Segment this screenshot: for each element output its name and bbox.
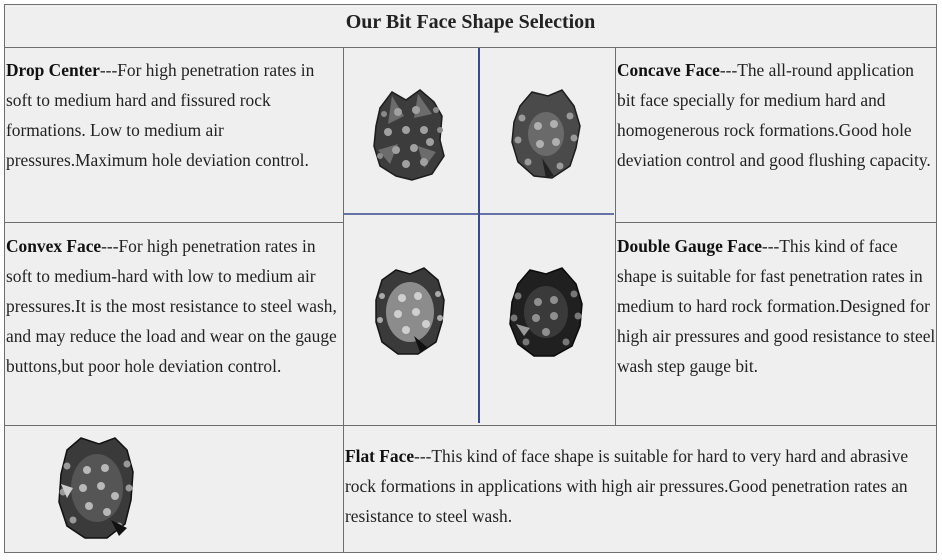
double-gauge-face-desc: ---This kind of face shape is suitable f… xyxy=(617,236,936,376)
double-gauge-bit-icon xyxy=(509,267,583,357)
convex-face-name: Convex Face xyxy=(6,236,102,256)
drop-center-desc: ---For high penetration rates in soft to… xyxy=(6,60,315,170)
cell-concave-face: Concave Face---The all-round application… xyxy=(615,47,936,223)
flat-face-bit-icon xyxy=(58,437,134,539)
flat-face-desc: ---This kind of face shape is suitable f… xyxy=(345,446,909,526)
bit-face-table: Our Bit Face Shape Selection Drop Center… xyxy=(4,4,937,553)
convex-face-bit-icon xyxy=(375,267,445,355)
bit-grid-graphic xyxy=(344,48,614,423)
drop-center-bit-icon xyxy=(373,89,445,181)
convex-face-desc: ---For high penetration rates in soft to… xyxy=(6,236,337,376)
drop-center-name: Drop Center xyxy=(6,60,100,80)
flat-face-name: Flat Face xyxy=(345,446,415,466)
concave-face-name: Concave Face xyxy=(617,60,720,80)
double-gauge-face-name: Double Gauge Face xyxy=(617,236,762,256)
cell-flat-face-image xyxy=(5,425,344,552)
concave-face-desc: ---The all-round application bit face sp… xyxy=(617,60,931,170)
table-title: Our Bit Face Shape Selection xyxy=(5,5,936,48)
concave-face-bit-icon xyxy=(511,89,581,179)
cell-drop-center: Drop Center---For high penetration rates… xyxy=(5,47,344,223)
cell-convex-face: Convex Face---For high penetration rates… xyxy=(5,222,344,426)
cell-flat-face: Flat Face---This kind of face shape is s… xyxy=(343,425,936,552)
cell-double-gauge-face: Double Gauge Face---This kind of face sh… xyxy=(615,222,936,426)
bit-image-grid xyxy=(343,47,616,426)
